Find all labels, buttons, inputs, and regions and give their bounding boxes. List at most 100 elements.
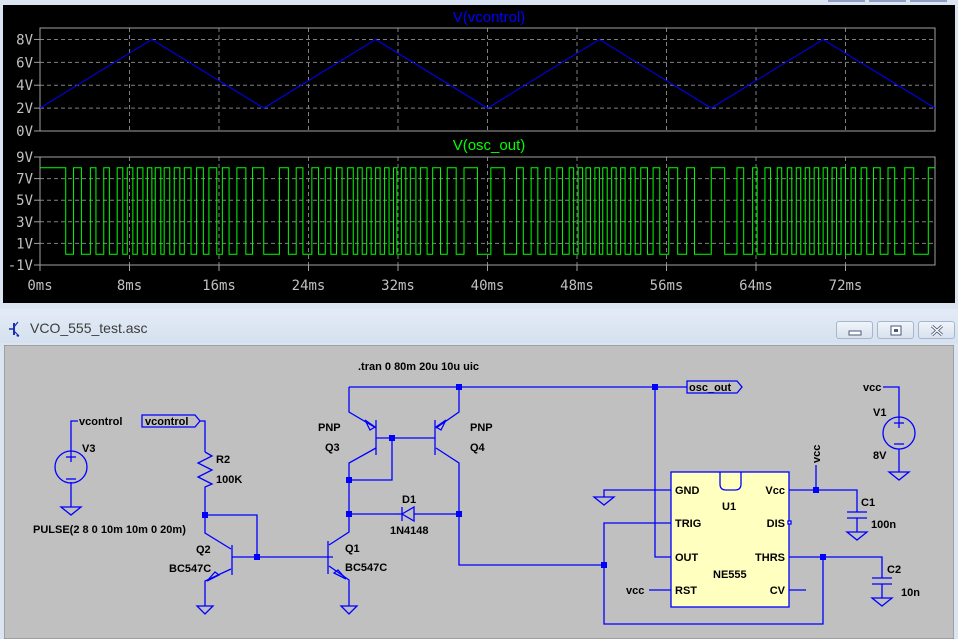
junction-dots <box>202 384 826 568</box>
V3-name: V3 <box>82 443 95 455</box>
schematic-background <box>4 345 954 639</box>
wire <box>789 489 858 512</box>
wire <box>205 514 258 557</box>
ground-icon <box>59 506 83 516</box>
net-label-vcc-u1[interactable]: vcc <box>811 445 823 463</box>
U1-pin-cv: CV <box>770 585 786 597</box>
U1-value[interactable]: NE555 <box>713 569 747 581</box>
U1-pin-rst: RST <box>675 585 697 597</box>
y-tick-label: 7V <box>16 172 33 188</box>
x-tick-label: 56ms <box>650 278 684 294</box>
x-tick-label: 32ms <box>381 278 415 294</box>
ground-icon <box>870 597 894 607</box>
transistor-Q1[interactable] <box>327 514 359 615</box>
x-tick-label: 48ms <box>560 278 594 294</box>
U1-pin-vcc: Vcc <box>765 485 785 497</box>
voltage-source-V1[interactable] <box>882 386 916 481</box>
V1-name: V1 <box>873 407 886 419</box>
trace-label-vcontrol[interactable]: V(vcontrol) <box>453 9 526 26</box>
C1-name: C1 <box>861 497 875 509</box>
capacitor-C2[interactable] <box>870 577 894 607</box>
plot-background <box>3 5 955 303</box>
U1-pin-trig: TRIG <box>675 518 701 530</box>
U1-pin-dis: DIS <box>767 518 785 530</box>
y-tick-label: 6V <box>16 55 33 71</box>
x-tick-label: 8ms <box>117 278 142 294</box>
net-label-vcontrol[interactable]: vcontrol <box>79 416 122 428</box>
transistor-app-icon <box>9 321 20 337</box>
ground-icon <box>592 496 616 506</box>
minimize-icon <box>848 330 862 336</box>
y-tick-label: 1V <box>16 236 33 252</box>
osc-out-port[interactable] <box>686 380 743 394</box>
Q4-name: Q4 <box>470 442 486 454</box>
close-button[interactable] <box>918 321 955 339</box>
plot-maximize-button[interactable] <box>869 0 906 2</box>
dis-pin-marker <box>787 520 792 525</box>
R2-value[interactable]: 100K <box>216 474 242 486</box>
ground-icon <box>195 605 215 615</box>
vcontrol-trace <box>39 38 936 109</box>
y-tick-label: 9V <box>16 150 33 166</box>
ground-icon <box>339 605 359 615</box>
C2-value[interactable]: 10n <box>901 587 920 599</box>
Q4-value[interactable]: PNP <box>470 422 493 434</box>
schematic-canvas[interactable]: .tran 0 80m 20u 10u uic vcontrol V3 PULS… <box>4 345 954 639</box>
plot-window-controls <box>828 0 958 3</box>
net-label-vcc-v1[interactable]: vcc <box>863 382 881 394</box>
wire <box>349 438 393 481</box>
x-tick-label: 64ms <box>739 278 773 294</box>
y-tick-label: 3V <box>16 215 33 231</box>
Q2-value[interactable]: BC547C <box>169 563 211 575</box>
maximize-icon <box>890 325 902 336</box>
x-tick-label: 0ms <box>27 278 52 294</box>
V3-value[interactable]: PULSE(2 8 0 10m 10m 0 20m) <box>33 524 186 536</box>
x-tick-label: 40ms <box>471 278 505 294</box>
plot-minimize-button[interactable] <box>828 0 865 2</box>
resistor-R2[interactable] <box>196 451 214 515</box>
D1-name: D1 <box>402 494 416 506</box>
U1-name: U1 <box>722 501 736 513</box>
x-tick-label: 16ms <box>202 278 236 294</box>
net-label-vcc-rst[interactable]: vcc <box>626 585 644 597</box>
plot-close-button[interactable] <box>910 0 947 2</box>
C1-value[interactable]: 100n <box>871 519 896 531</box>
port-label-osc-out: osc_out <box>689 382 732 394</box>
trace-label-osc-out[interactable]: V(osc_out) <box>453 137 526 154</box>
ic-U1-NE555[interactable] <box>670 471 792 608</box>
vcontrol-plot-frame <box>39 27 936 132</box>
wire <box>654 387 671 558</box>
schematic-titlebar[interactable]: VCO_555_test.asc <box>0 309 958 343</box>
V1-value[interactable]: 8V <box>873 450 887 462</box>
U1-pin-gnd: GND <box>675 485 700 497</box>
minimize-button[interactable] <box>836 321 873 339</box>
close-icon <box>930 324 944 337</box>
y-tick-label: 8V <box>16 32 33 48</box>
tran-directive[interactable]: .tran 0 80m 20u 10u uic <box>358 361 479 373</box>
wire <box>458 514 604 566</box>
vcontrol-port[interactable] <box>141 414 201 428</box>
port-label-vcontrol: vcontrol <box>145 416 188 428</box>
Q1-value[interactable]: BC547C <box>345 562 387 574</box>
maximize-button[interactable] <box>877 321 914 339</box>
wire <box>200 420 206 452</box>
D1-value[interactable]: 1N4148 <box>390 525 429 537</box>
Q3-value[interactable]: PNP <box>318 422 341 434</box>
wire <box>823 556 883 578</box>
R2-name: R2 <box>216 454 230 466</box>
transistor-Q2[interactable] <box>195 515 233 615</box>
wire <box>603 522 824 625</box>
osc-out-trace <box>40 167 935 255</box>
y-tick-label: 2V <box>16 101 33 117</box>
capacitor-C1[interactable] <box>845 511 869 541</box>
C2-name: C2 <box>887 564 901 576</box>
y-tick-label: 5V <box>16 193 33 209</box>
wire <box>603 489 671 497</box>
ground-icon <box>887 471 911 481</box>
voltage-source-V3[interactable] <box>54 420 88 516</box>
